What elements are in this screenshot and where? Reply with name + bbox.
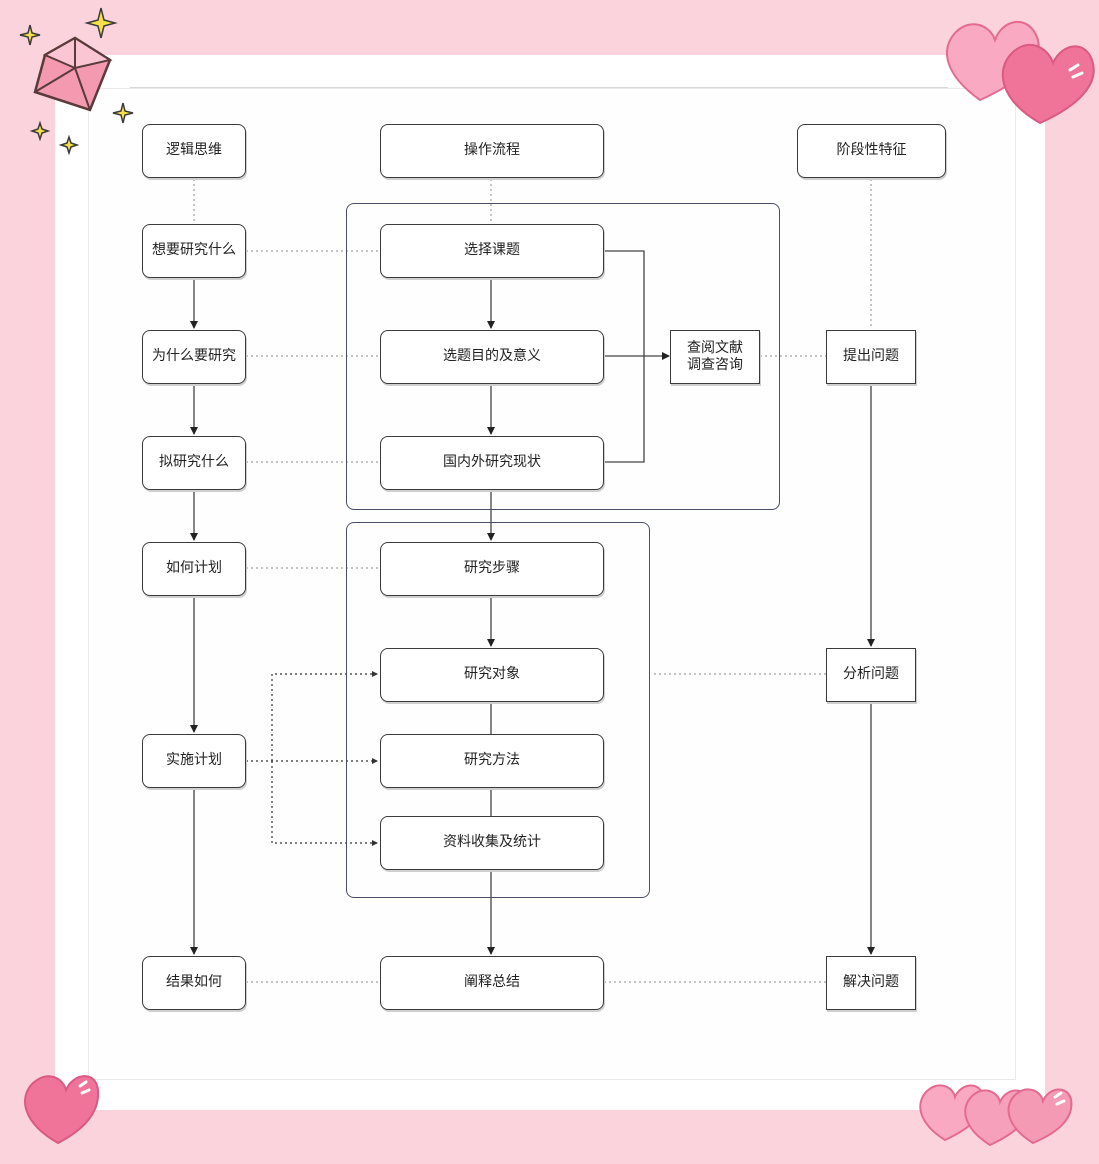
- header-logic-label: 逻辑思维: [166, 142, 222, 159]
- logic-node-1-label: 想要研究什么: [152, 242, 236, 259]
- logic-node-5: 实施计划: [142, 734, 246, 788]
- header-stage-label: 阶段性特征: [836, 142, 907, 159]
- research-plan-group: [346, 522, 650, 898]
- process-node-2: 选题目的及意义: [380, 330, 604, 384]
- heart-icon: [946, 20, 1095, 125]
- literature-line-2: 调查咨询: [687, 357, 743, 373]
- process-node-8: 阐释总结: [380, 956, 604, 1010]
- header-process: 操作流程: [380, 124, 604, 178]
- process-node-1: 选择课题: [380, 224, 604, 278]
- logic-node-1: 想要研究什么: [142, 224, 246, 278]
- logic-node-6-label: 结果如何: [166, 974, 222, 991]
- stage-node-3-label: 解决问题: [843, 974, 899, 991]
- logic-node-6: 结果如何: [142, 956, 246, 1010]
- process-node-4: 研究步骤: [380, 542, 604, 596]
- logic-node-2: 为什么要研究: [142, 330, 246, 384]
- logic-node-3-label: 拟研究什么: [159, 454, 229, 471]
- stage-node-1-label: 提出问题: [843, 348, 899, 365]
- gem-icon: [33, 36, 113, 112]
- stage-node-2: 分析问题: [826, 648, 916, 702]
- logic-node-4-label: 如何计划: [166, 560, 222, 577]
- process-node-5: 研究对象: [380, 648, 604, 702]
- process-node-3: 国内外研究现状: [380, 436, 604, 490]
- process-node-2-label: 选题目的及意义: [443, 348, 541, 365]
- header-process-label: 操作流程: [464, 142, 520, 159]
- heart-icon-bottom-left: [24, 1075, 100, 1145]
- literature-review-node: 查阅文献 调查咨询: [670, 330, 760, 384]
- process-node-6: 研究方法: [380, 734, 604, 788]
- sparkle-icon: [19, 7, 134, 156]
- logic-node-2-label: 为什么要研究: [152, 348, 236, 365]
- process-node-6-label: 研究方法: [464, 752, 520, 769]
- literature-line-1: 查阅文献: [687, 339, 743, 356]
- top-rule: [130, 87, 948, 88]
- process-node-8-label: 阐释总结: [464, 974, 520, 991]
- process-node-4-label: 研究步骤: [464, 560, 520, 577]
- header-stage: 阶段性特征: [797, 124, 946, 178]
- logic-node-3: 拟研究什么: [142, 436, 246, 490]
- stage-node-2-label: 分析问题: [843, 666, 899, 683]
- header-logic: 逻辑思维: [142, 124, 246, 178]
- stage-node-1: 提出问题: [826, 330, 916, 384]
- heart-icon-bottom-right: [919, 1084, 1073, 1147]
- logic-node-4: 如何计划: [142, 542, 246, 596]
- logic-node-5-label: 实施计划: [166, 752, 222, 769]
- topic-selection-group: [346, 203, 780, 510]
- process-node-7-label: 资料收集及统计: [443, 834, 541, 851]
- process-node-5-label: 研究对象: [464, 666, 520, 683]
- stage-node-3: 解决问题: [826, 956, 916, 1010]
- process-node-7: 资料收集及统计: [380, 816, 604, 870]
- process-node-1-label: 选择课题: [464, 242, 520, 259]
- process-node-3-label: 国内外研究现状: [443, 454, 541, 471]
